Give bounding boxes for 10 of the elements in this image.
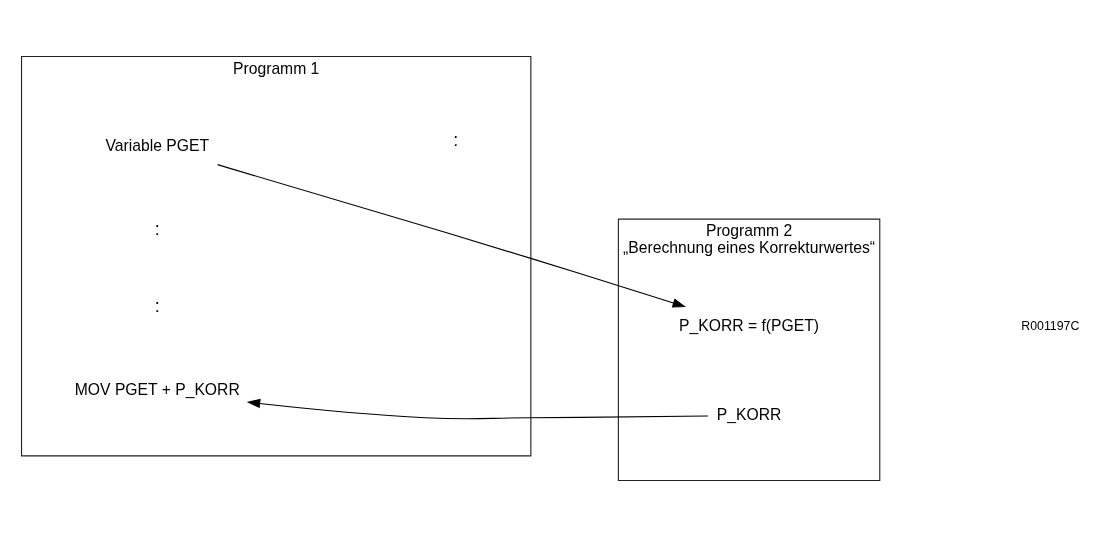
- node-text: P_KORR = f(PGET): [679, 316, 820, 334]
- arrow: [246, 398, 709, 419]
- label: R001197C: [1021, 318, 1080, 333]
- label: :: [154, 218, 160, 239]
- label: :: [154, 295, 160, 316]
- arrow: [216, 163, 686, 307]
- node-text: MOV PGET + P_KORR: [74, 380, 240, 398]
- node-text: P_KORR: [716, 405, 782, 423]
- label: :: [453, 129, 459, 150]
- node-text: Variable PGET: [105, 136, 210, 154]
